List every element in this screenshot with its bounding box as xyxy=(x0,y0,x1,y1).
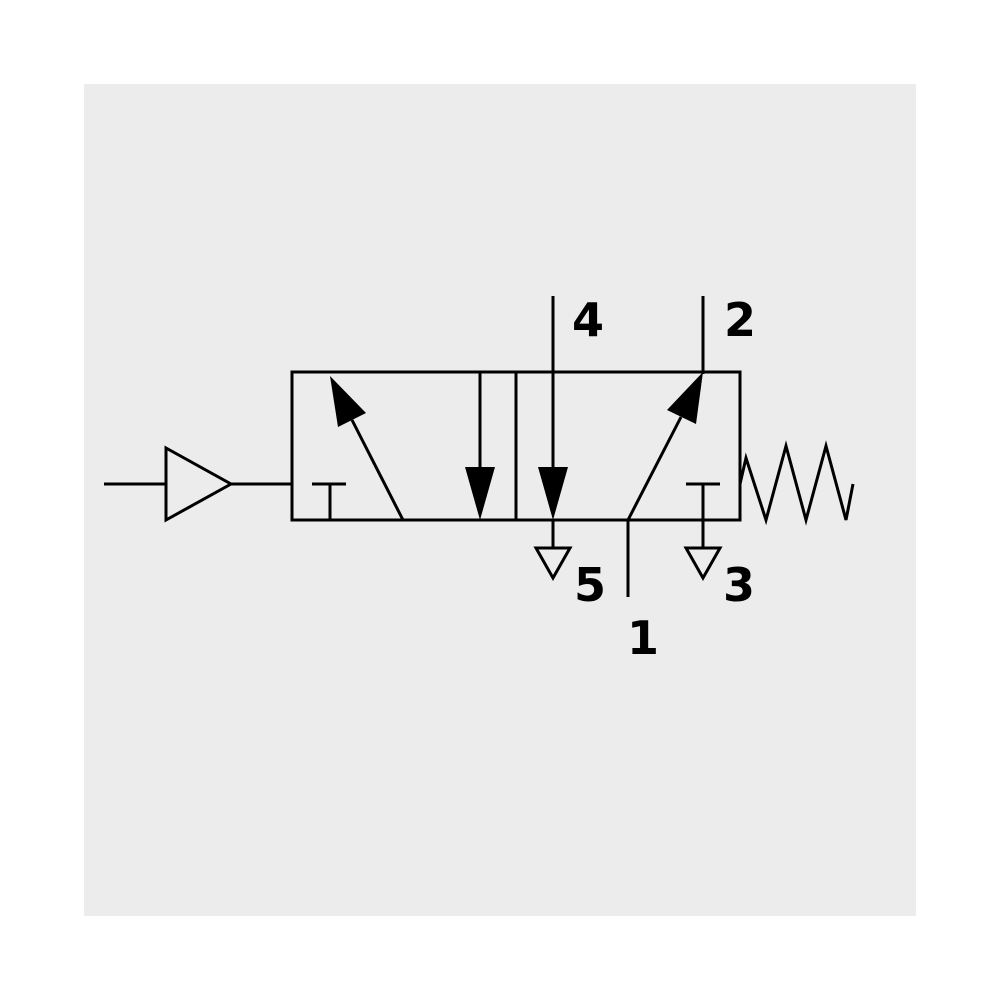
port-2-label: 2 xyxy=(724,293,756,347)
return-spring-icon xyxy=(738,440,855,526)
exhaust-5-icon xyxy=(533,546,573,582)
port-4-label: 4 xyxy=(572,293,604,347)
right-diagonal-flow xyxy=(626,416,683,521)
left-vertical-arrow-icon xyxy=(465,467,495,520)
diagram-background xyxy=(84,84,916,916)
left-diagonal-flow xyxy=(350,419,405,521)
pilot-triangle-icon xyxy=(164,445,235,523)
right-diagonal-arrow-icon xyxy=(667,372,703,424)
exhaust-3-icon xyxy=(683,546,723,582)
left-diagonal-arrow-icon xyxy=(330,376,366,427)
port-3-label: 3 xyxy=(723,558,755,612)
port-4-flow-arrow-icon xyxy=(538,467,568,520)
port-5-label: 5 xyxy=(574,558,606,612)
port-1-label: 1 xyxy=(627,611,659,665)
